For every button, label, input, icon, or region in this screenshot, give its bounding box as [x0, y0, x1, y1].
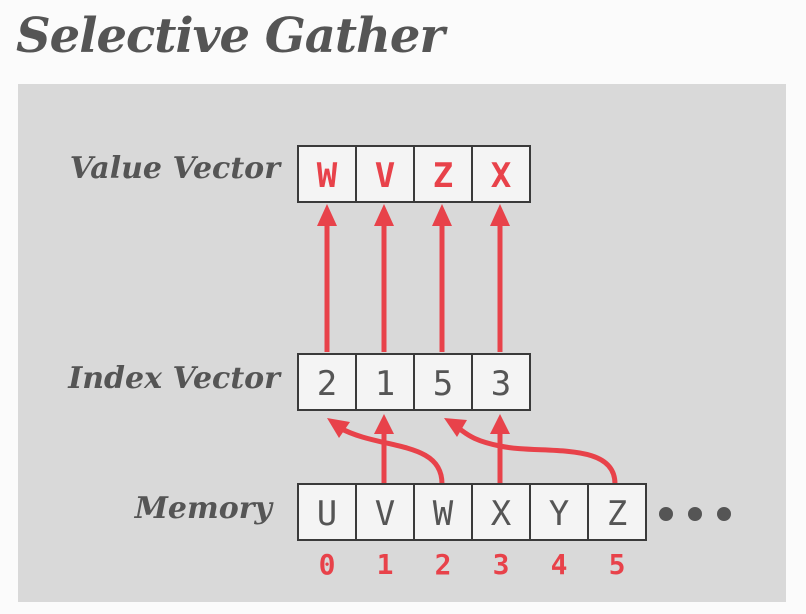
memory-cell: [413, 483, 473, 541]
memory-position: 1: [377, 548, 394, 581]
memory-cell: [355, 483, 415, 541]
page-title: Selective Gather: [16, 8, 445, 64]
index-cell-text: 5: [433, 364, 453, 404]
arrow-head: [490, 204, 510, 226]
arrow-head: [317, 204, 337, 226]
memory-cell-text: U: [317, 494, 337, 534]
ellipsis-dot: [688, 507, 702, 521]
arrow-head: [374, 204, 394, 226]
arrow-head: [374, 414, 394, 434]
memory-cell: [529, 483, 589, 541]
memory-position: 4: [551, 548, 568, 581]
memory-cell-text: V: [375, 494, 395, 534]
memory-cell: [587, 483, 647, 541]
memory-array: U V W X Y Z: [297, 483, 731, 541]
arrow-head: [432, 204, 452, 226]
memory-position: 0: [319, 548, 336, 581]
memory-cell-text: Y: [549, 494, 569, 534]
value-cell-text: X: [491, 156, 512, 196]
value-cell-text: Z: [433, 156, 453, 196]
index-cell-text: 2: [317, 364, 337, 404]
arrow-head: [327, 418, 350, 438]
gather-arrows: [317, 204, 510, 352]
memory-cell: [297, 483, 357, 541]
index-vector: 2 1 5 3: [297, 353, 531, 411]
index-cell: [413, 353, 473, 411]
index-vector-label: Index Vector: [67, 361, 282, 396]
ellipsis-dot: [717, 507, 731, 521]
memory-label: Memory: [134, 491, 275, 526]
arrow-memory-5-to-index-2: [456, 425, 618, 485]
memory-positions: 0 1 2 3 4 5: [319, 548, 626, 581]
memory-arrows: [327, 414, 618, 485]
memory-position: 5: [609, 548, 626, 581]
memory-cell-text: W: [433, 494, 454, 534]
memory-position: 3: [493, 548, 510, 581]
ellipsis-dot: [659, 507, 673, 521]
value-cell-text: V: [375, 156, 395, 196]
index-cell-text: 3: [491, 364, 511, 404]
value-vector-label: Value Vector: [70, 151, 282, 186]
value-cell: [355, 145, 415, 203]
memory-cell-text: X: [491, 494, 512, 534]
arrow-memory-2-to-index-0: [338, 425, 445, 485]
value-cell-text: W: [317, 156, 338, 196]
value-cell: [471, 145, 531, 203]
index-cell: [355, 353, 415, 411]
index-cell: [297, 353, 357, 411]
arrow-head: [444, 418, 467, 437]
value-vector: W V Z X: [297, 145, 531, 203]
index-cell: [471, 353, 531, 411]
arrow-head: [490, 414, 510, 434]
memory-position: 2: [435, 548, 452, 581]
memory-cell-text: Z: [607, 494, 627, 534]
index-cell-text: 1: [375, 364, 395, 404]
value-cell: [413, 145, 473, 203]
